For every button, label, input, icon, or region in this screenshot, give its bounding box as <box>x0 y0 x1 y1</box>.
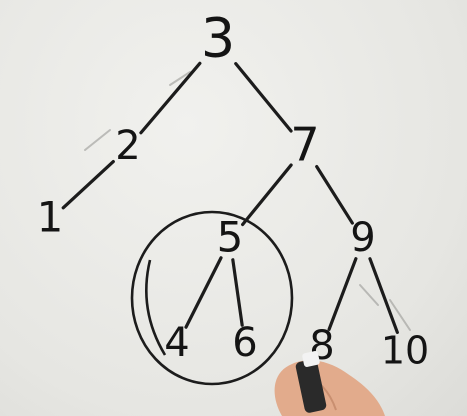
edge-n7-n5 <box>241 163 293 227</box>
node-n1: 1 <box>37 193 64 242</box>
edge-n9-n10 <box>368 257 399 334</box>
subtree-circle-inner-stroke <box>145 259 167 356</box>
subtree-circle <box>130 210 294 386</box>
node-n9: 9 <box>350 215 375 261</box>
edge-n2-n1 <box>61 159 115 210</box>
edge-n3-n2 <box>139 61 202 135</box>
tree-edges <box>61 61 399 334</box>
node-n4: 4 <box>164 320 189 366</box>
node-n10: 10 <box>381 329 429 373</box>
node-n5: 5 <box>217 213 244 262</box>
edge-n7-n9 <box>315 165 354 225</box>
node-n6: 6 <box>232 320 257 366</box>
edge-n5-n4 <box>184 256 223 329</box>
edge-n9-n8 <box>327 257 358 331</box>
erased-marks <box>84 71 411 331</box>
edge-n5-n6 <box>231 258 244 327</box>
node-n2: 2 <box>115 123 140 169</box>
edge-n3-n7 <box>234 62 293 133</box>
hand-with-marker <box>274 351 385 416</box>
node-n3: 3 <box>201 7 235 70</box>
node-n7: 7 <box>290 118 319 172</box>
